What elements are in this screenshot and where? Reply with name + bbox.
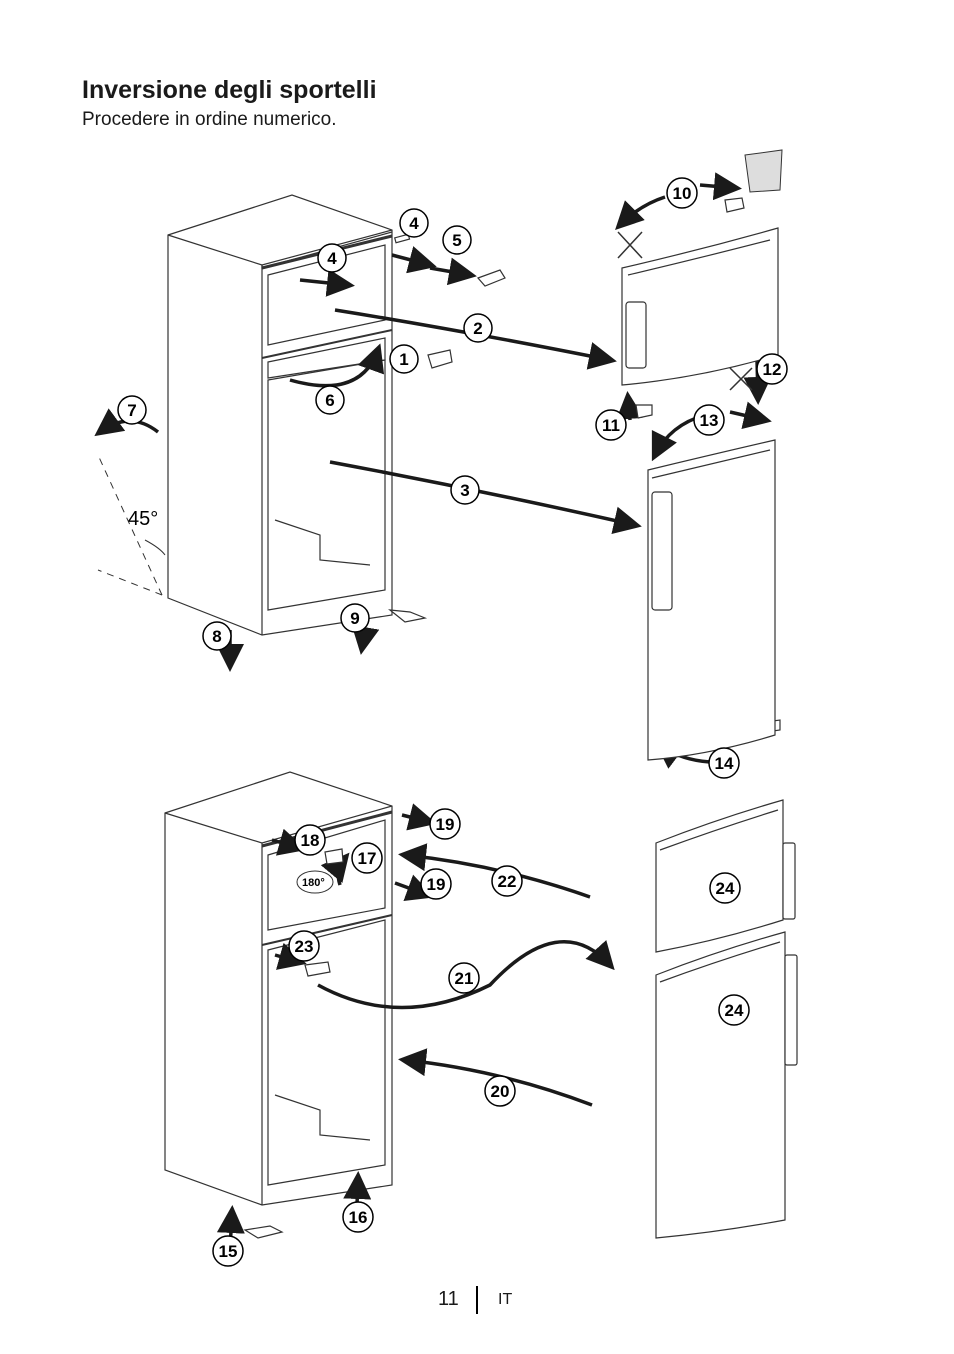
svg-text:12: 12 (763, 360, 782, 379)
step-7: 7 (117, 395, 147, 425)
step-24-b: 24 (718, 994, 750, 1026)
page-subtitle: Procedere in ordine numerico. (82, 109, 337, 130)
svg-text:9: 9 (350, 609, 359, 628)
step-9: 9 (340, 603, 370, 633)
freezer-door-top (621, 227, 779, 386)
step-16: 16 (342, 1201, 374, 1233)
svg-text:19: 19 (436, 815, 455, 834)
step-17: 17 (351, 842, 383, 874)
step-22: 22 (491, 865, 523, 897)
step-1: 1 (389, 344, 419, 374)
svg-text:6: 6 (325, 391, 334, 410)
fridge-door-bottom (655, 931, 798, 1239)
step-5: 5 (442, 225, 472, 255)
step-19-b: 19 (420, 868, 452, 900)
svg-text:2: 2 (473, 319, 482, 338)
step-4-a: 4 (399, 208, 429, 238)
discard-icon (617, 231, 753, 391)
step-24-a: 24 (709, 872, 741, 904)
svg-text:15: 15 (219, 1242, 238, 1261)
hinge-parts-bottom (243, 848, 344, 1239)
step-19-a: 19 (429, 808, 461, 840)
svg-text:20: 20 (491, 1082, 510, 1101)
step-3: 3 (450, 475, 480, 505)
page-number: 11 (438, 1288, 459, 1310)
svg-text:16: 16 (349, 1208, 368, 1227)
svg-text:13: 13 (700, 411, 719, 430)
svg-text:19: 19 (427, 875, 446, 894)
svg-text:23: 23 (295, 937, 314, 956)
fridge-door-top (647, 439, 776, 761)
svg-text:22: 22 (498, 872, 517, 891)
step-10: 10 (666, 177, 698, 209)
step-markers: 1 2 3 4 4 5 6 7 8 9 10 11 12 13 14 15 16… (117, 177, 788, 1267)
step-18: 18 (294, 824, 326, 856)
svg-text:21: 21 (455, 969, 474, 988)
parts-bag-icon (744, 149, 783, 193)
step-6: 6 (315, 385, 345, 415)
svg-text:11: 11 (602, 416, 620, 435)
step-13: 13 (693, 404, 725, 436)
hinge-parts-top (388, 197, 781, 733)
svg-text:7: 7 (127, 401, 136, 420)
footer-divider (476, 1286, 478, 1314)
angle-indicator: 45° (97, 454, 166, 596)
step-23: 23 (288, 930, 320, 962)
step-21: 21 (448, 962, 480, 994)
svg-text:17: 17 (358, 849, 377, 868)
step-2: 2 (463, 313, 493, 343)
svg-text:5: 5 (452, 231, 461, 250)
svg-text:18: 18 (301, 831, 320, 850)
svg-text:24: 24 (716, 879, 735, 898)
svg-text:14: 14 (715, 754, 734, 773)
step-11: 11 (595, 409, 627, 441)
svg-text:4: 4 (327, 249, 337, 268)
rotation-label: 180° (302, 877, 325, 889)
step-12: 12 (756, 353, 788, 385)
fridge-top (167, 194, 393, 636)
step-14: 14 (708, 747, 740, 779)
svg-text:24: 24 (725, 1001, 744, 1020)
svg-text:8: 8 (212, 627, 221, 646)
rotation-badge: 180° (296, 870, 334, 894)
svg-text:10: 10 (673, 184, 692, 203)
step-20: 20 (484, 1075, 516, 1107)
language-code: IT (498, 1291, 513, 1308)
svg-text:4: 4 (409, 214, 419, 233)
fridge-bottom (164, 771, 393, 1206)
step-4-b: 4 (317, 243, 347, 273)
angle-label: 45° (128, 508, 158, 530)
svg-text:3: 3 (460, 481, 469, 500)
page-title: Inversione degli sportelli (82, 76, 377, 104)
svg-text:1: 1 (399, 350, 408, 369)
step-15: 15 (212, 1235, 244, 1267)
step-8: 8 (202, 621, 232, 651)
